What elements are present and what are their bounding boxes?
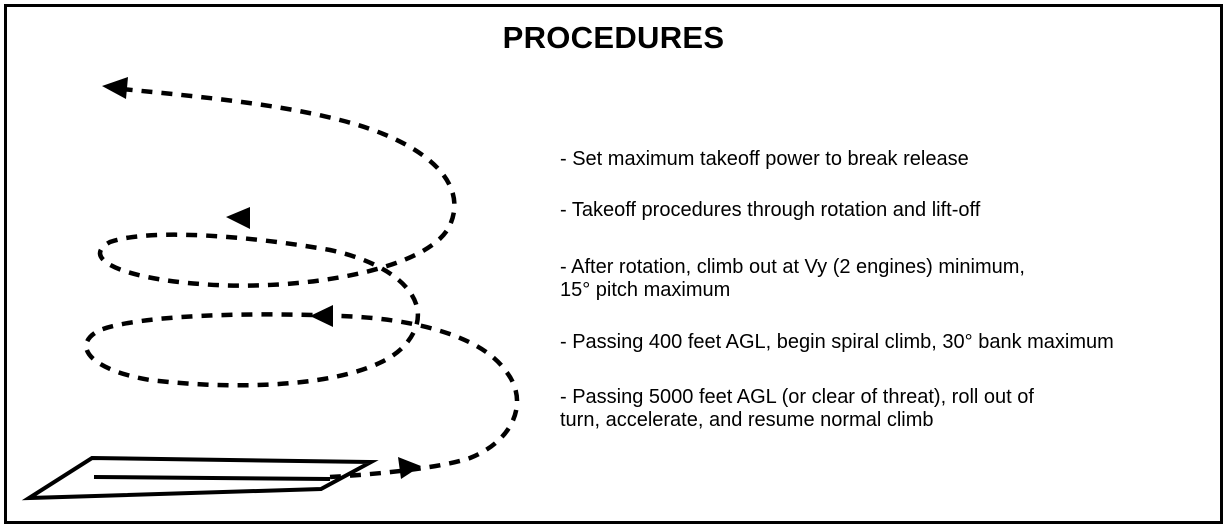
procedure-step: - Passing 5000 feet AGL (or clear of thr… [560,386,1034,431]
procedure-step: - Set maximum takeoff power to break rel… [560,148,969,170]
arrowhead-icon [310,305,333,327]
diagram-title: PROCEDURES [502,20,725,55]
procedure-step: - After rotation, climb out at Vy (2 eng… [560,256,1025,301]
arrowhead-icon [226,207,250,229]
procedure-step: - Passing 400 feet AGL, begin spiral cli… [560,331,1114,353]
procedure-step: - Takeoff procedures through rotation an… [560,199,981,221]
arrowhead-icon [102,77,128,99]
arrowhead-icon [398,457,421,479]
runway-icon [21,455,379,501]
spiral-climb-path [84,85,520,480]
